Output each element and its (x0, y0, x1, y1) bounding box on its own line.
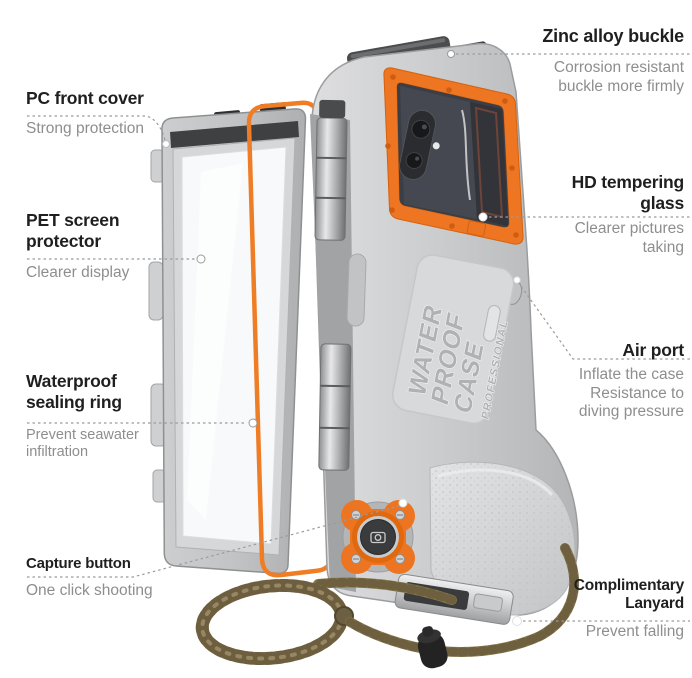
leader-lines (27, 53, 690, 622)
lanyard-toggle (417, 626, 448, 669)
hinge-top (314, 99, 348, 241)
callout-pet-screen-protector-title: PET screen protector (26, 210, 120, 251)
callout-zinc-alloy-buckle-title: Zinc alloy buckle (542, 26, 684, 46)
callout-pc-front-cover-desc: Strong protection (26, 120, 145, 137)
callout-complimentary-lanyard-desc: Prevent falling (585, 623, 684, 640)
leader-endpoints (162, 50, 522, 626)
phone-window (383, 67, 524, 245)
callout-capture-button-desc: One click shooting (26, 582, 153, 599)
callout-pc-front-cover-title: PC front cover (26, 88, 144, 108)
callout-air-port-title: Air port (622, 340, 684, 360)
lanyard (195, 543, 580, 669)
callout-pet-screen-protector-desc: Clearer display (26, 264, 130, 281)
camera-icon (370, 531, 386, 544)
phone-camera (399, 109, 440, 180)
front-cover (148, 102, 307, 575)
callout-hd-tempering-glass-title: HD tempering glass (571, 172, 685, 213)
callout-hd-tempering-glass-desc: Clearer pictures taking (574, 220, 684, 256)
case-badge (483, 305, 501, 342)
callout-air-port-desc: Inflate the case Resistance to diving pr… (578, 366, 684, 421)
callout-waterproof-sealing-ring-title: Waterproof sealing ring (26, 371, 122, 412)
capture-button (341, 500, 415, 574)
grip-handle (429, 461, 576, 616)
main-case: WATER PROOF CASE PROFESSIONAL (310, 36, 579, 625)
callout-waterproof-sealing-ring-desc: Prevent seawater infiltration (26, 427, 139, 461)
callout-capture-button-title: Capture button (26, 555, 131, 572)
callout-zinc-alloy-buckle-desc: Corrosion resistant buckle more firmly (553, 59, 684, 95)
hinge-bottom (318, 343, 352, 471)
label-panel: WATER PROOF CASE PROFESSIONAL (392, 254, 515, 425)
screws (351, 510, 405, 564)
callout-complimentary-lanyard-title: Complimentary Lanyard (573, 577, 684, 613)
